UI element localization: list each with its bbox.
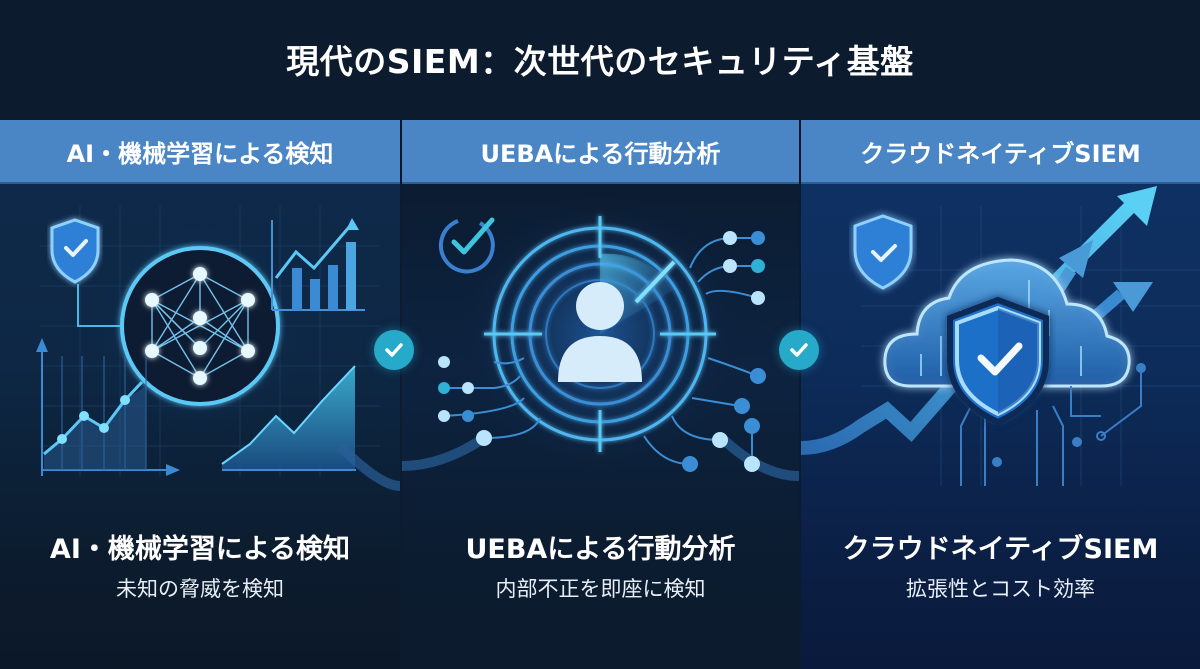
caption-subtitle: 未知の脅威を検知 — [116, 577, 284, 601]
bar-chart-icon — [271, 218, 365, 311]
user-icon — [558, 282, 642, 382]
caption-subtitle: 拡張性とコスト効率 — [906, 577, 1095, 601]
caption-cloud: クラウドネイティブSIEM 拡張性とコスト効率 — [801, 530, 1200, 608]
column-header: UEBAによる行動分析 — [402, 120, 799, 184]
area-chart-icon — [221, 365, 356, 471]
shield-check-icon — [50, 218, 100, 284]
line-chart-icon — [36, 338, 180, 476]
column-divider — [400, 120, 402, 184]
caption-ai: AI・機械学習による検知 未知の脅威を検知 — [0, 530, 400, 608]
column-divider — [799, 120, 801, 184]
ueba-illustration-svg — [402, 194, 799, 481]
neural-network-icon — [120, 246, 280, 406]
column-ueba: UEBAによる行動分析 — [402, 120, 799, 669]
illustration-ueba — [402, 186, 799, 516]
page-title: 現代のSIEM：次世代のセキュリティ基盤 — [0, 0, 1200, 118]
caption-title: UEBAによる行動分析 — [465, 534, 736, 565]
check-badge-icon — [374, 330, 414, 370]
column-header: AI・機械学習による検知 — [0, 120, 400, 184]
illustration-cloud — [801, 186, 1200, 516]
caption-title: AI・機械学習による検知 — [49, 534, 351, 565]
column-ai-detection: AI・機械学習による検知 — [0, 120, 400, 669]
caption-ueba: UEBAによる行動分析 内部不正を即座に検知 — [402, 530, 799, 608]
circuit-lines-icon — [960, 363, 1146, 486]
check-circle-icon — [438, 217, 495, 274]
column-cloud-native: クラウドネイティブSIEM — [801, 120, 1200, 669]
shield-check-icon-large — [947, 296, 1049, 426]
illustration-ai — [0, 186, 400, 516]
column-header: クラウドネイティブSIEM — [801, 120, 1200, 184]
cloud-illustration-svg — [801, 186, 1200, 486]
shield-check-icon — [853, 214, 913, 290]
caption-subtitle: 内部不正を即座に検知 — [495, 577, 706, 601]
ai-illustration-svg — [36, 206, 400, 491]
caption-title: クラウドネイティブSIEM — [842, 534, 1159, 565]
check-badge-icon — [779, 330, 819, 370]
